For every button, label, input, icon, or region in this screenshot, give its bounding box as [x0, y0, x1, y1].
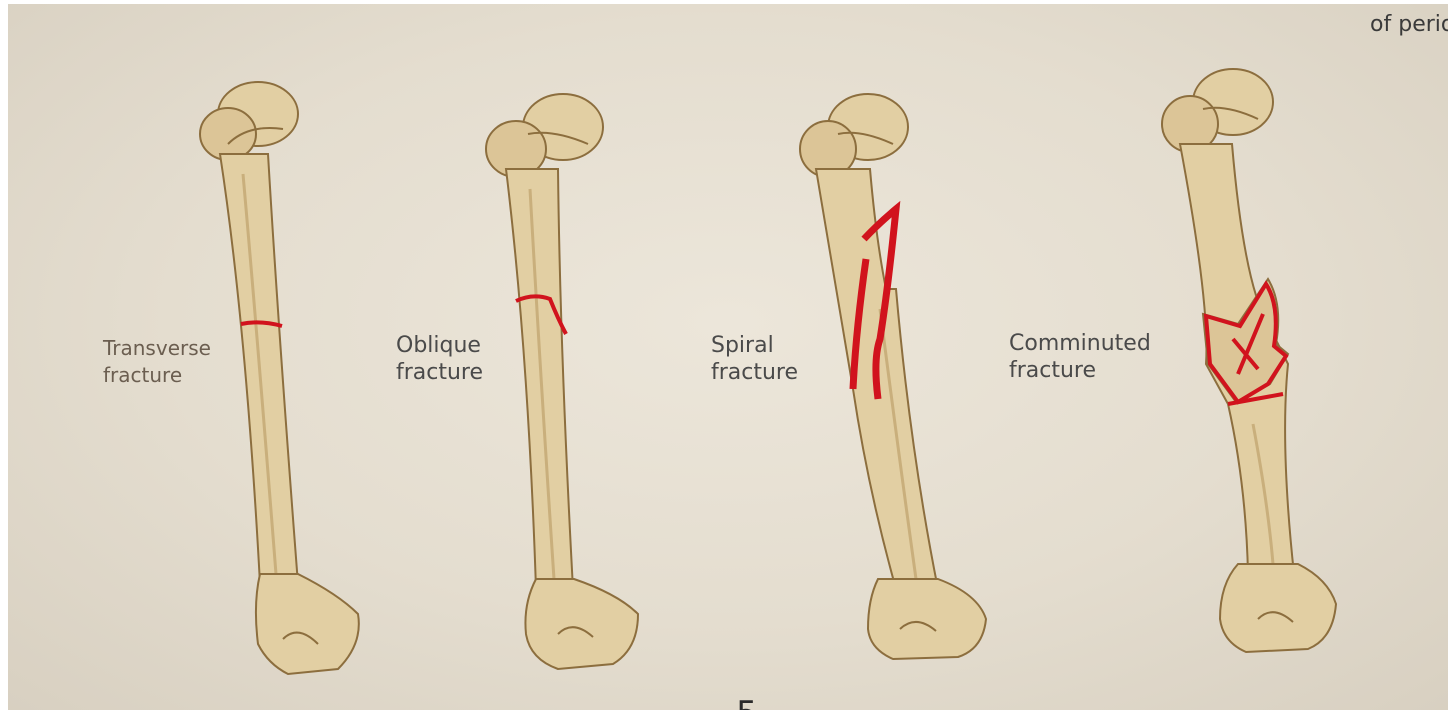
- bottom-mark: 5: [736, 694, 758, 710]
- humerus-comminuted-fracture: [8, 4, 1448, 710]
- figure-page: of perioste Transverse fracture Oblique …: [8, 4, 1448, 710]
